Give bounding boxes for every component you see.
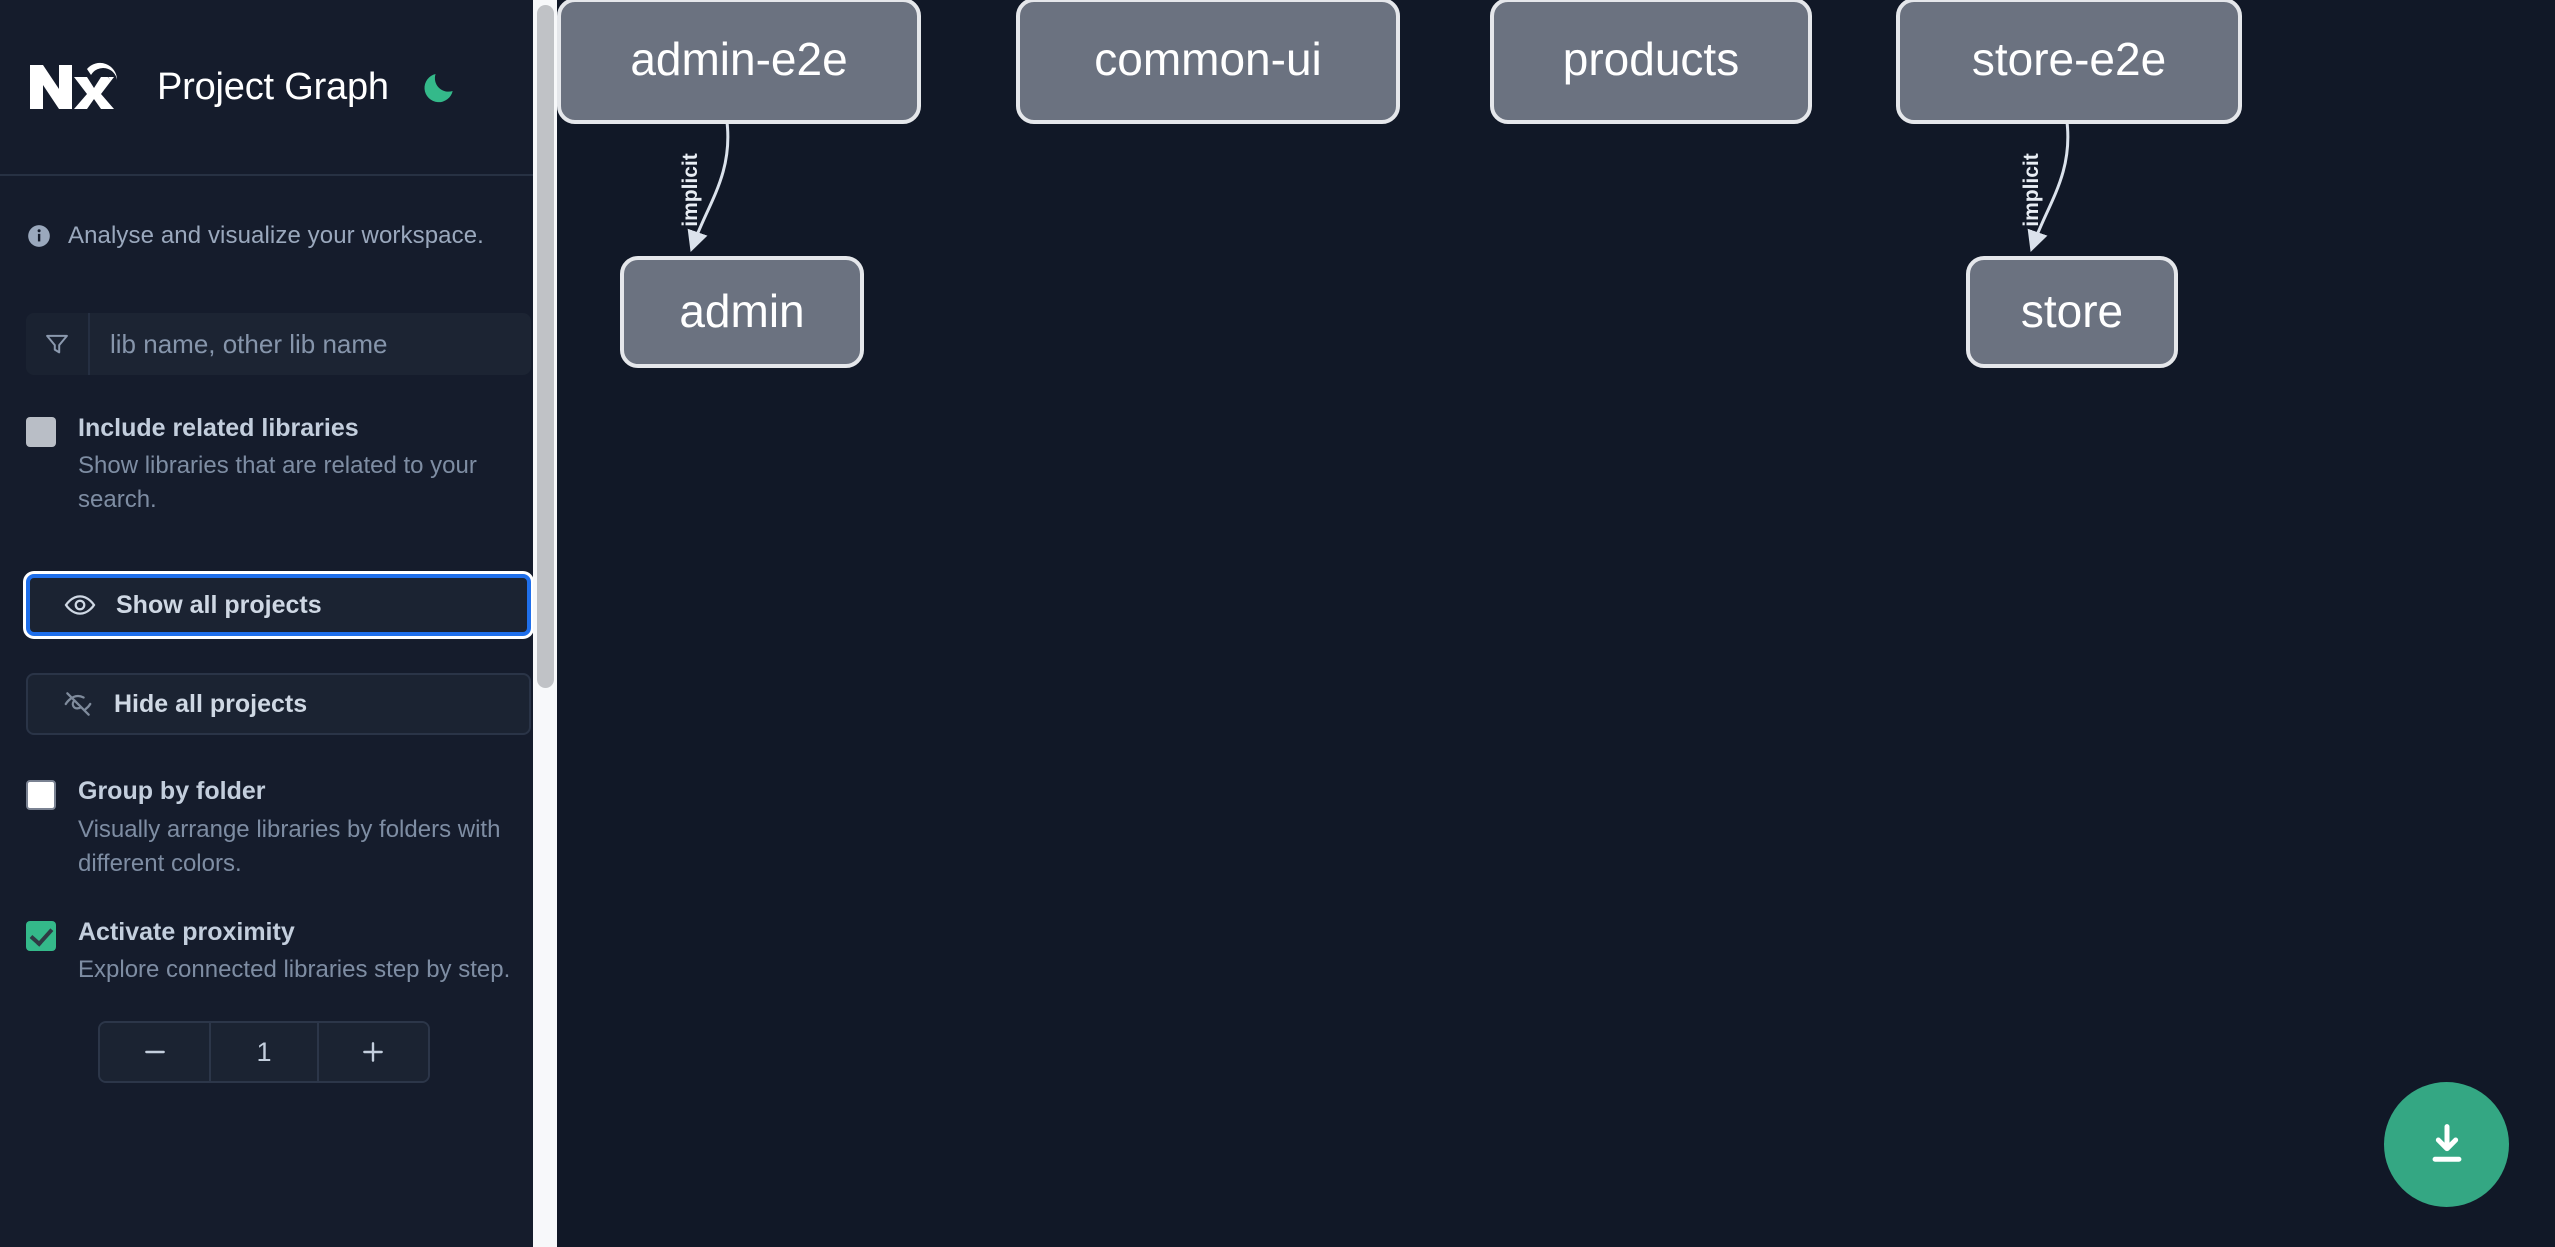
node-store[interactable]: store <box>1966 256 2178 368</box>
node-common-ui[interactable]: common-ui <box>1016 0 1400 124</box>
activate-proximity-checkbox[interactable] <box>26 920 56 951</box>
sidebar-scrollbar-thumb[interactable] <box>537 5 554 688</box>
search-bar[interactable] <box>26 313 531 375</box>
sidebar: Project Graph Analyse and visualize your… <box>0 0 557 1247</box>
graph-canvas[interactable]: admin-e2e common-ui products store-e2e a… <box>557 0 2555 1247</box>
node-label: store <box>2021 285 2123 337</box>
include-related-libraries-checkbox[interactable] <box>26 417 56 447</box>
sidebar-scrollbar[interactable] <box>533 0 557 1247</box>
stepper-decrement-button[interactable] <box>100 1023 210 1082</box>
edge-store-e2e-store[interactable] <box>2027 121 2070 252</box>
search-input[interactable] <box>90 313 531 375</box>
filter-funnel-icon <box>26 313 90 375</box>
option-text: Include related libraries Show libraries… <box>78 413 531 517</box>
show-all-projects-button[interactable]: Show all projects <box>26 574 531 637</box>
node-label: admin-e2e <box>630 33 847 85</box>
node-label: products <box>1563 33 1739 85</box>
project-graph-svg: admin-e2e common-ui products store-e2e a… <box>557 0 2242 368</box>
group-by-folder-checkbox[interactable] <box>26 780 56 811</box>
node-label: store-e2e <box>1972 33 2166 85</box>
hide-all-projects-label: Hide all projects <box>114 689 308 718</box>
option-description: Explore connected libraries step by step… <box>78 956 511 984</box>
tagline-text: Analyse and visualize your workspace. <box>68 222 484 249</box>
info-icon <box>26 223 52 249</box>
show-all-projects-label: Show all projects <box>116 590 322 619</box>
stepper-value: 1 <box>209 1023 319 1082</box>
node-label: common-ui <box>1094 33 1322 85</box>
eye-icon <box>64 589 96 621</box>
page-title: Project Graph <box>157 65 389 108</box>
sidebar-body: Analyse and visualize your workspace. In… <box>0 176 557 1247</box>
node-store-e2e[interactable]: store-e2e <box>1896 0 2242 124</box>
sidebar-header: Project Graph <box>0 0 557 176</box>
download-icon <box>2432 1123 2461 1162</box>
node-admin[interactable]: admin <box>620 256 864 368</box>
edge-label-implicit-admin: implicit <box>679 153 702 227</box>
hide-all-projects-button[interactable]: Hide all projects <box>26 673 531 736</box>
workspace-tagline: Analyse and visualize your workspace. <box>0 176 557 250</box>
moon-icon[interactable] <box>419 66 461 108</box>
option-include-related-libraries[interactable]: Include related libraries Show libraries… <box>26 413 531 517</box>
option-text: Group by folder Visually arrange librari… <box>78 776 531 880</box>
node-products[interactable]: products <box>1490 0 1812 124</box>
graph-edges <box>687 121 2070 252</box>
option-description: Visually arrange libraries by folders wi… <box>78 815 501 877</box>
node-admin-e2e[interactable]: admin-e2e <box>557 0 921 124</box>
option-description: Show libraries that are related to your … <box>78 452 477 514</box>
stepper-increment-button[interactable] <box>318 1023 428 1082</box>
option-group-by-folder[interactable]: Group by folder Visually arrange librari… <box>26 776 531 880</box>
option-label: Activate proximity <box>78 917 295 946</box>
option-label: Group by folder <box>78 777 266 806</box>
option-activate-proximity[interactable]: Activate proximity Explore connected lib… <box>26 917 531 987</box>
edge-admin-e2e-admin[interactable] <box>687 121 730 252</box>
option-text: Activate proximity Explore connected lib… <box>78 917 531 987</box>
edge-label-implicit-store: implicit <box>2020 153 2043 227</box>
node-label: admin <box>679 285 804 337</box>
nx-logo-icon <box>26 57 123 117</box>
download-graph-button[interactable] <box>2384 1082 2509 1207</box>
proximity-stepper[interactable]: 1 <box>98 1021 430 1084</box>
option-label: Include related libraries <box>78 414 359 442</box>
eye-slash-icon <box>62 688 94 720</box>
